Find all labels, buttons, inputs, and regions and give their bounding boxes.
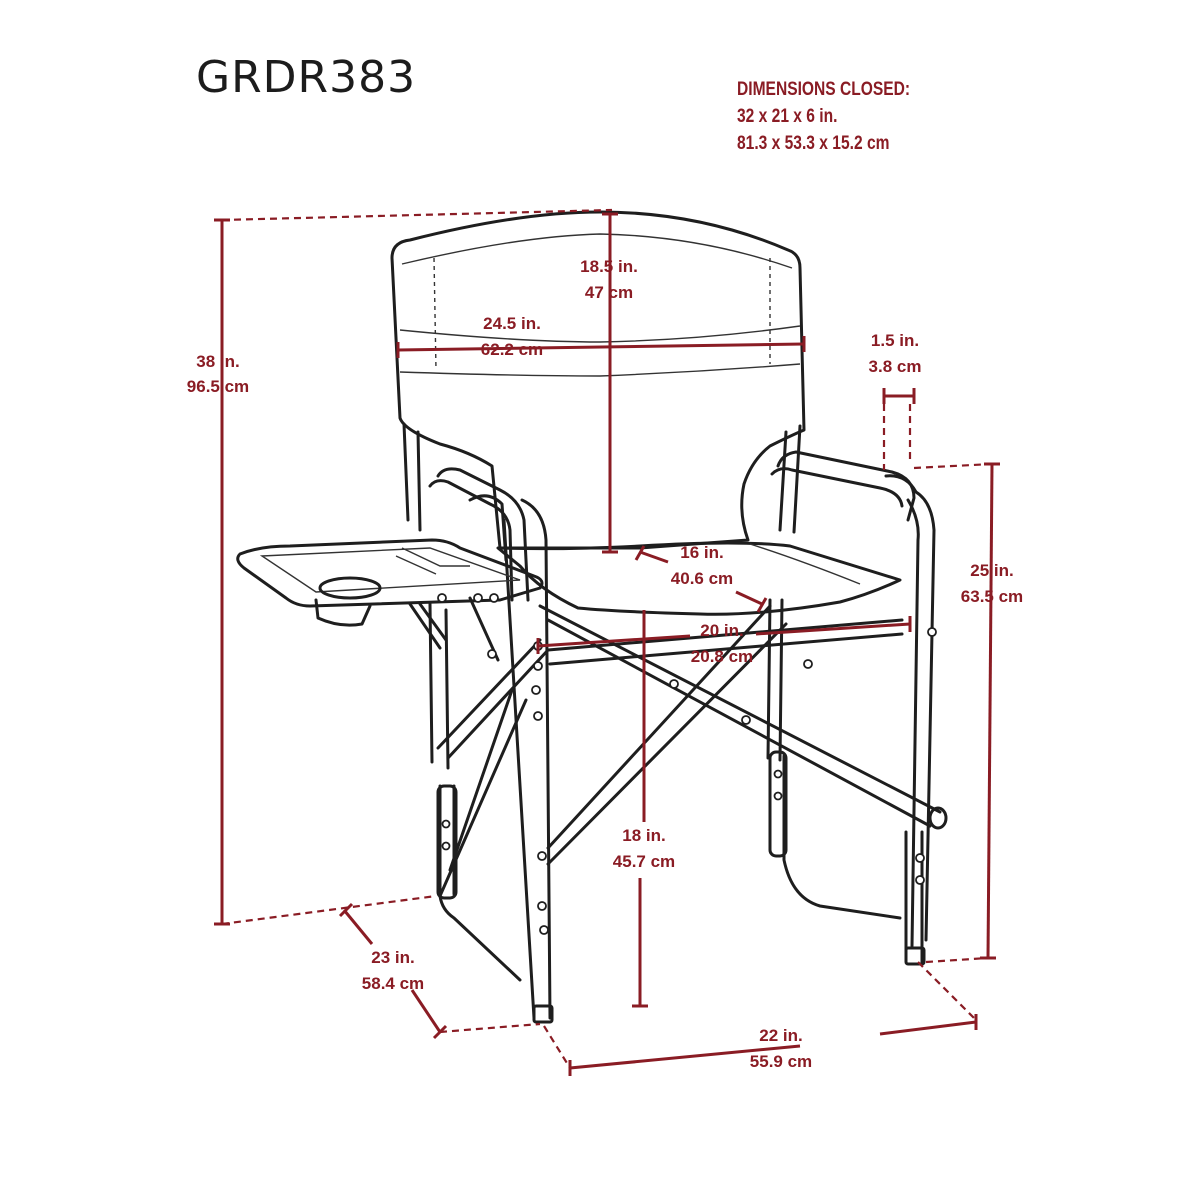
armrest-width-in: 1.5 in. <box>871 331 919 350</box>
total-height-cm: 96.5 cm <box>187 377 249 396</box>
depth-in: 23 in. <box>371 948 414 967</box>
seat-depth-in: 16 in. <box>680 543 723 562</box>
seat-width-in: 20 in. <box>700 621 743 640</box>
armrest-width-cm: 3.8 cm <box>869 357 922 376</box>
closed-imperial: 32 x 21 x 6 in. <box>737 106 838 127</box>
side-table <box>236 538 544 608</box>
seat-height-in: 18 in. <box>622 826 665 845</box>
backrest <box>390 210 806 550</box>
total-height-in: 38 in. <box>196 352 239 371</box>
dimension-labels: 38 in. 96.5 cm 18.5 in. 47 cm 24.5 in. 6… <box>187 257 1023 1071</box>
dimension-lines <box>214 208 1000 1076</box>
arm-height-cm: 63.5 cm <box>961 587 1023 606</box>
width-cm: 55.9 cm <box>750 1052 812 1071</box>
back-width-in: 24.5 in. <box>483 314 541 333</box>
seat-depth-cm: 40.6 cm <box>671 569 733 588</box>
back-height-cm: 47 cm <box>585 283 633 302</box>
seat-height-cm: 45.7 cm <box>613 852 675 871</box>
closed-metric: 81.3 x 53.3 x 15.2 cm <box>737 133 890 154</box>
closed-heading: DIMENSIONS CLOSED: <box>737 79 911 100</box>
seat <box>496 541 902 616</box>
back-height-in: 18.5 in. <box>580 257 638 276</box>
closed-dimensions: DIMENSIONS CLOSED: 32 x 21 x 6 in. 81.3 … <box>737 76 910 157</box>
right-armrest <box>776 450 916 522</box>
left-armrest <box>436 467 530 602</box>
front-left-leg <box>520 498 552 1020</box>
seat-width-cm: 20.8 cm <box>691 647 753 666</box>
back-width-cm: 62.2 cm <box>481 340 543 359</box>
model-title: GRDR383 <box>196 52 417 103</box>
width-in: 22 in. <box>759 1026 802 1045</box>
depth-cm: 58.4 cm <box>362 974 424 993</box>
chair-outline <box>236 210 948 1024</box>
arm-height-in: 25 in. <box>970 561 1013 580</box>
